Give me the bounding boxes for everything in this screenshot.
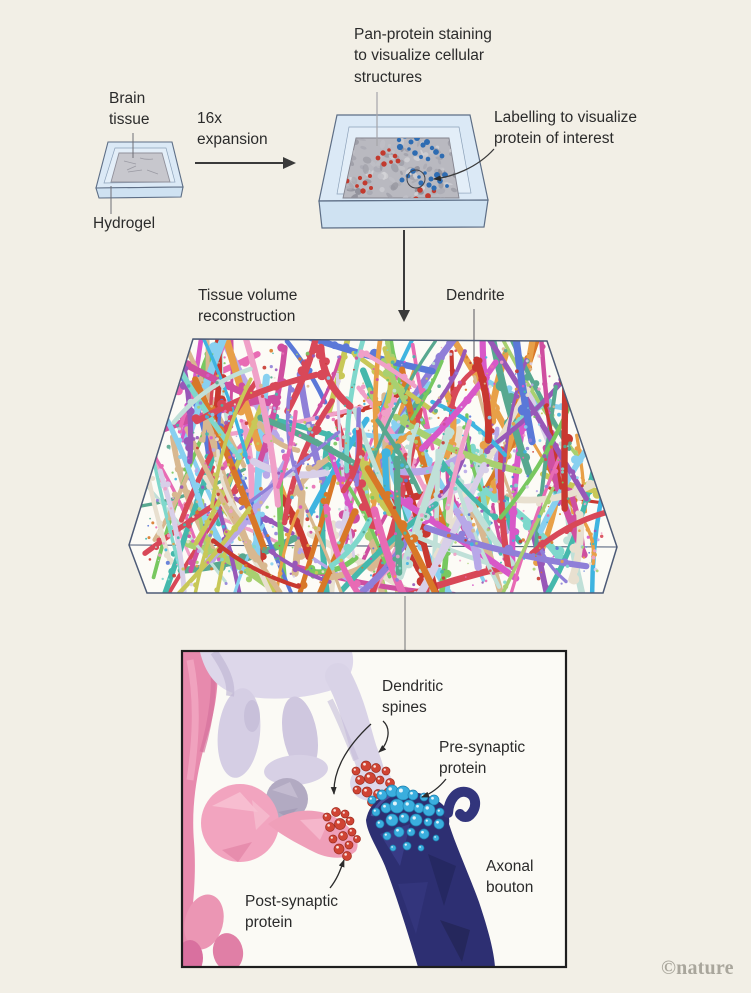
pink-dendrite-fragments [183,894,244,966]
spines-arrow-left-icon [330,723,372,795]
protein-stain-dots [344,138,449,198]
stain-annotation-circle [406,169,426,189]
labelling-label: Labelling to visualize protein of intere… [494,109,638,148]
brain-tissue-slab [110,152,171,183]
flow-down-arrow-icon [398,230,410,322]
axonal-bouton-label: Axonal bouton [486,858,534,897]
pink-dendrite-bulb [201,784,279,862]
pre-synaptic-label: Pre-synaptic protein [439,739,526,778]
pre-synaptic-arrow-icon [421,778,447,798]
expanded-hydrogel-dish [318,114,489,229]
spines-arrow-right-icon [378,720,389,753]
bouton-hook [443,786,481,822]
post-synaptic-protein-dots-lower [322,807,361,861]
stained-tissue [342,137,460,199]
expansion-label: 16x expansion [197,110,268,149]
dendrite-label: Dendrite [446,287,505,304]
tissue-volume-box [128,309,618,594]
inset-border [180,649,568,969]
dendrite-tangle [129,339,617,593]
pan-protein-label: Pan-protein staining to visualize cellul… [354,26,492,86]
nature-watermark: ©nature [661,957,734,979]
brain-tissue-label: Brain tissue [109,90,150,129]
small-hydrogel-dish [95,141,184,199]
synapse-inset-box [180,649,568,969]
post-synaptic-arrow-icon [329,859,345,889]
expansion-arrow-icon [195,157,296,169]
hydrogel-label: Hydrogel [93,215,156,232]
post-synaptic-label: Post-synaptic protein [245,893,339,932]
dendritic-spines-label: Dendritic spines [382,678,444,717]
labelling-arrow-icon [433,148,495,182]
tissue-volume-label: Tissue volume reconstruction [198,287,298,326]
